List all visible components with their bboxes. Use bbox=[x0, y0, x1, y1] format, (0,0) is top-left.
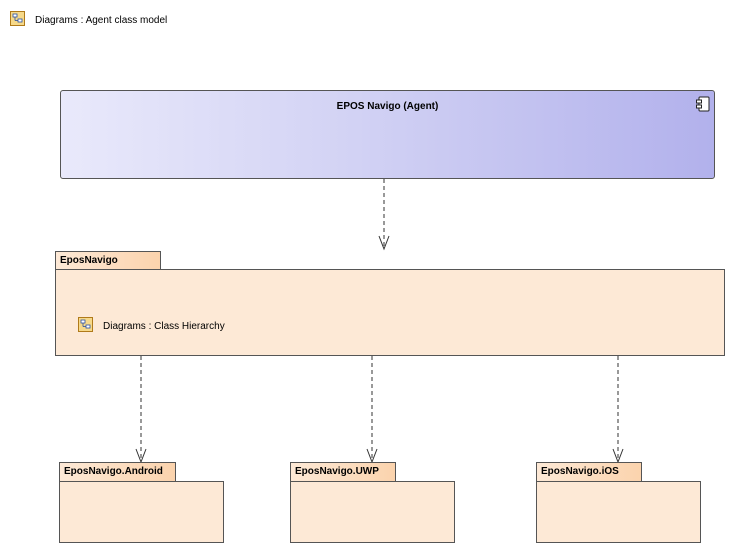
diagram-title: Diagrams : Agent class model bbox=[35, 15, 168, 26]
package-name: EposNavigo.Android bbox=[64, 466, 163, 477]
package-tab-ios[interactable]: EposNavigo.iOS bbox=[536, 462, 642, 482]
component-icon bbox=[696, 96, 710, 112]
package-name: EposNavigo.iOS bbox=[541, 466, 619, 477]
arrowhead-component bbox=[378, 235, 390, 251]
component-epos-navigo-agent[interactable]: EPOS Navigo (Agent) bbox=[60, 90, 715, 179]
package-eposnavigo[interactable] bbox=[55, 269, 725, 356]
diagram-reference-label: Diagrams : Class Hierarchy bbox=[103, 321, 225, 332]
package-eposnavigo-android[interactable] bbox=[59, 481, 224, 543]
package-name: EposNavigo.UWP bbox=[295, 466, 379, 477]
package-eposnavigo-ios[interactable] bbox=[536, 481, 701, 543]
component-title: EPOS Navigo (Agent) bbox=[336, 101, 439, 112]
diagram-icon bbox=[10, 11, 25, 26]
package-tab-uwp[interactable]: EposNavigo.UWP bbox=[290, 462, 396, 482]
package-eposnavigo-uwp[interactable] bbox=[290, 481, 455, 543]
package-tab-android[interactable]: EposNavigo.Android bbox=[59, 462, 176, 482]
package-tab-eposnavigo[interactable]: EposNavigo bbox=[55, 251, 161, 270]
package-name: EposNavigo bbox=[60, 255, 118, 266]
diagram-icon bbox=[78, 317, 93, 332]
